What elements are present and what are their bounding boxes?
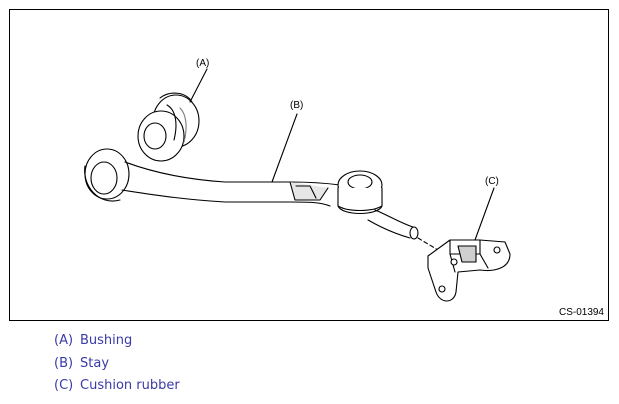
legend-text: Stay	[80, 355, 110, 371]
cushion-rubber-part	[427, 239, 511, 302]
legend-item: (B) Stay	[54, 356, 180, 379]
legend-text: Cushion rubber	[80, 378, 180, 393]
legend-letter: (B)	[54, 355, 74, 371]
figure-frame: (A) (B) (C) CS-01394	[9, 9, 609, 321]
parts-legend: (A) Bushing (B) Stay (C) Cushion rubber	[54, 333, 180, 401]
callout-a: (A)	[196, 58, 209, 69]
legend-letter: (A)	[54, 333, 74, 348]
legend-item: (C) Cushion rubber	[54, 378, 180, 401]
bushing-part	[137, 92, 200, 162]
stay-part	[84, 148, 439, 251]
callout-c: (C)	[485, 176, 499, 187]
leader-line-b	[271, 113, 298, 183]
callout-b: (B)	[290, 100, 303, 111]
leader-line-a	[189, 68, 208, 103]
legend-text: Bushing	[80, 333, 133, 348]
leader-line-c	[474, 187, 495, 241]
legend-letter: (C)	[54, 378, 74, 393]
stay-diagram: (A) (B) (C)	[84, 58, 511, 302]
figure-id: CS-01394	[558, 307, 604, 318]
legend-item: (A) Bushing	[54, 333, 180, 356]
